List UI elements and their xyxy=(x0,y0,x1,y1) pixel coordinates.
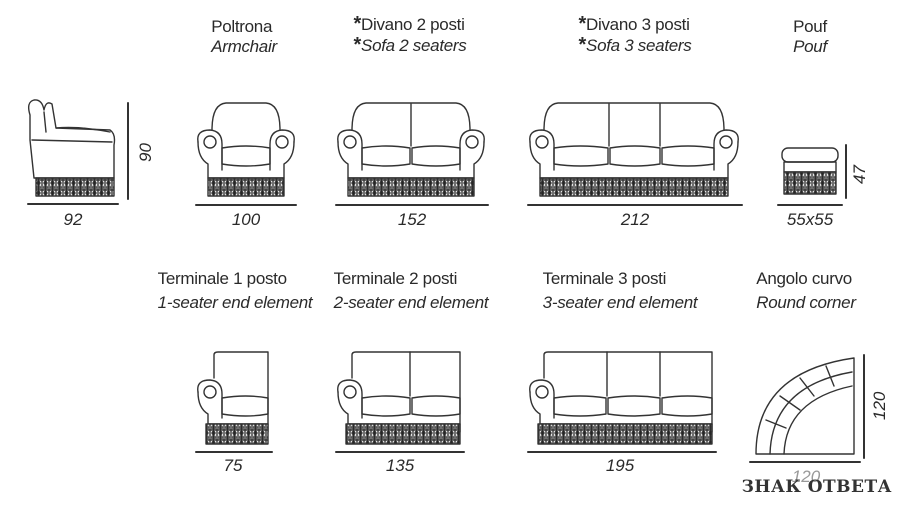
end2-label: Terminale 2 posti 2-seater end element xyxy=(334,269,489,313)
pouf-width: 55x55 xyxy=(786,210,834,229)
sofa2-it: Divano 2 posti xyxy=(361,15,465,34)
end1-it: Terminale 1 posto xyxy=(157,269,287,288)
armchair-width: 100 xyxy=(231,210,261,229)
end3-width: 195 xyxy=(605,456,635,475)
end1-label: Terminale 1 posto 1-seater end element xyxy=(158,269,313,313)
pouf-en: Pouf xyxy=(793,37,827,56)
armchair-en: Armchair xyxy=(211,37,277,56)
end1-en: 1-seater end element xyxy=(157,293,313,312)
side-width: 92 xyxy=(63,210,83,229)
end2-en: 2-seater end element xyxy=(333,293,489,312)
end2-width: 135 xyxy=(385,456,415,475)
sofa3-it: Divano 3 posti xyxy=(586,15,690,34)
pouf-it: Pouf xyxy=(793,17,827,36)
watermark: ЗНАК ОТВЕТА xyxy=(741,477,892,497)
star-icon: * xyxy=(353,13,362,35)
end2-it: Terminale 2 posti xyxy=(333,269,458,288)
armchair-front xyxy=(195,102,297,206)
sofa2-en: Sofa 2 seaters xyxy=(361,36,467,55)
sofa3-en: Sofa 3 seaters xyxy=(586,36,692,55)
round-corner xyxy=(749,354,865,463)
armchair-label: Poltrona Armchair xyxy=(211,17,277,57)
corner-en: Round corner xyxy=(756,293,856,312)
corner-height: 120 xyxy=(870,391,889,420)
star-icon: * xyxy=(353,34,362,56)
sofa3-label: *Divano 3 posti *Sofa 3 seaters xyxy=(579,14,692,56)
end-element-3 xyxy=(527,351,717,453)
pouf xyxy=(777,144,847,206)
sofa2-label: *Divano 2 posti *Sofa 2 seaters xyxy=(354,14,467,56)
sofa-3-seats xyxy=(527,102,743,206)
corner-label: Angolo curvo Round corner xyxy=(756,269,856,313)
sofa-2-seats xyxy=(335,102,489,206)
pouf-label: Pouf Pouf xyxy=(793,17,827,57)
sofa3-width: 212 xyxy=(620,210,650,229)
end-element-1 xyxy=(195,351,273,453)
corner-it: Angolo curvo xyxy=(756,269,852,288)
star-icon: * xyxy=(578,34,587,56)
side-height: 90 xyxy=(136,143,155,162)
star-icon: * xyxy=(578,13,587,35)
end3-it: Terminale 3 posti xyxy=(542,269,667,288)
end3-en: 3-seater end element xyxy=(542,293,698,312)
corner-width: 120 xyxy=(791,467,821,486)
sofa2-width: 152 xyxy=(397,210,427,229)
end3-label: Terminale 3 posti 3-seater end element xyxy=(543,269,698,313)
armchair-it: Poltrona xyxy=(211,17,273,36)
pouf-height: 47 xyxy=(850,165,869,184)
end1-width: 75 xyxy=(223,456,243,475)
end-element-2 xyxy=(335,351,465,453)
side-view-armchair xyxy=(27,99,129,205)
